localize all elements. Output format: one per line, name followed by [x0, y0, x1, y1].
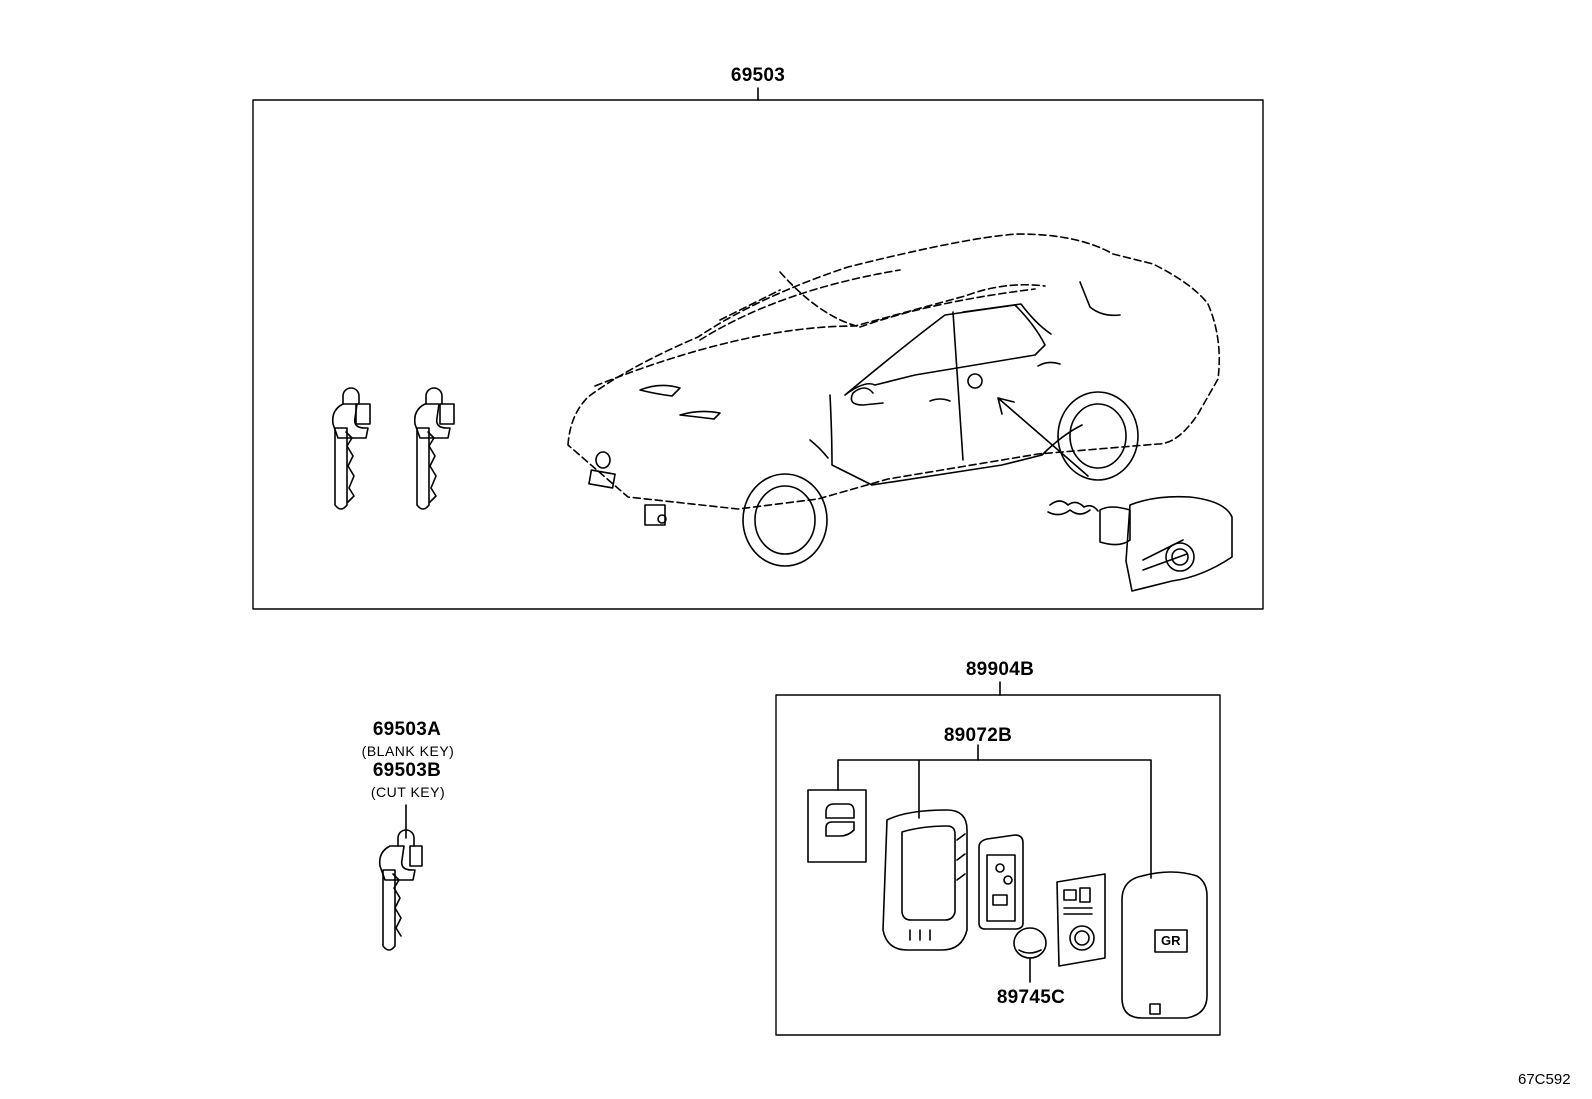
vehicle-icon: [567, 233, 1221, 510]
door-lock-cylinder-icon: [1047, 495, 1233, 592]
rubber-pad-icon: [807, 789, 867, 863]
cut-key-part-number: 69503B: [372, 760, 442, 781]
key-icon-left: [331, 387, 371, 510]
key-case-shell-icon: [1121, 871, 1208, 1019]
front-wheel-icon: [742, 473, 828, 567]
key-icon-cut: [378, 829, 423, 951]
transmitter-housing-part-number: 89072B: [943, 725, 1013, 746]
blank-key-note: (BLANK KEY): [361, 743, 455, 759]
transmitter-assy-part-number: 89904B: [965, 659, 1035, 680]
door-lock-location: [967, 373, 983, 389]
assembly-part-number: 69503: [730, 65, 786, 86]
battery-part-number: 89745C: [996, 987, 1066, 1008]
vehicle-details: [588, 281, 1139, 567]
assembly-frame: [252, 99, 1264, 610]
housing-bracket: [837, 759, 1152, 879]
battery-plate-icon: [1056, 873, 1106, 967]
rear-wheel-icon: [1057, 391, 1139, 481]
figure-id: 67C592: [1518, 1071, 1571, 1088]
lock-location-arrow: [997, 397, 1089, 477]
key-icon-middle: [413, 387, 455, 510]
gr-badge-icon: [1154, 929, 1188, 953]
transmitter-assy-frame: [775, 694, 1221, 1036]
cut-key-note: (CUT KEY): [370, 784, 446, 800]
circuit-board-icon: [978, 834, 1024, 930]
grille-emblem: [595, 451, 611, 469]
gr-badge-text: GR: [1161, 933, 1181, 948]
blank-key-part-number: 69503A: [372, 719, 442, 740]
key-case-frame-icon: [882, 809, 968, 951]
battery-icon: [1013, 927, 1047, 959]
